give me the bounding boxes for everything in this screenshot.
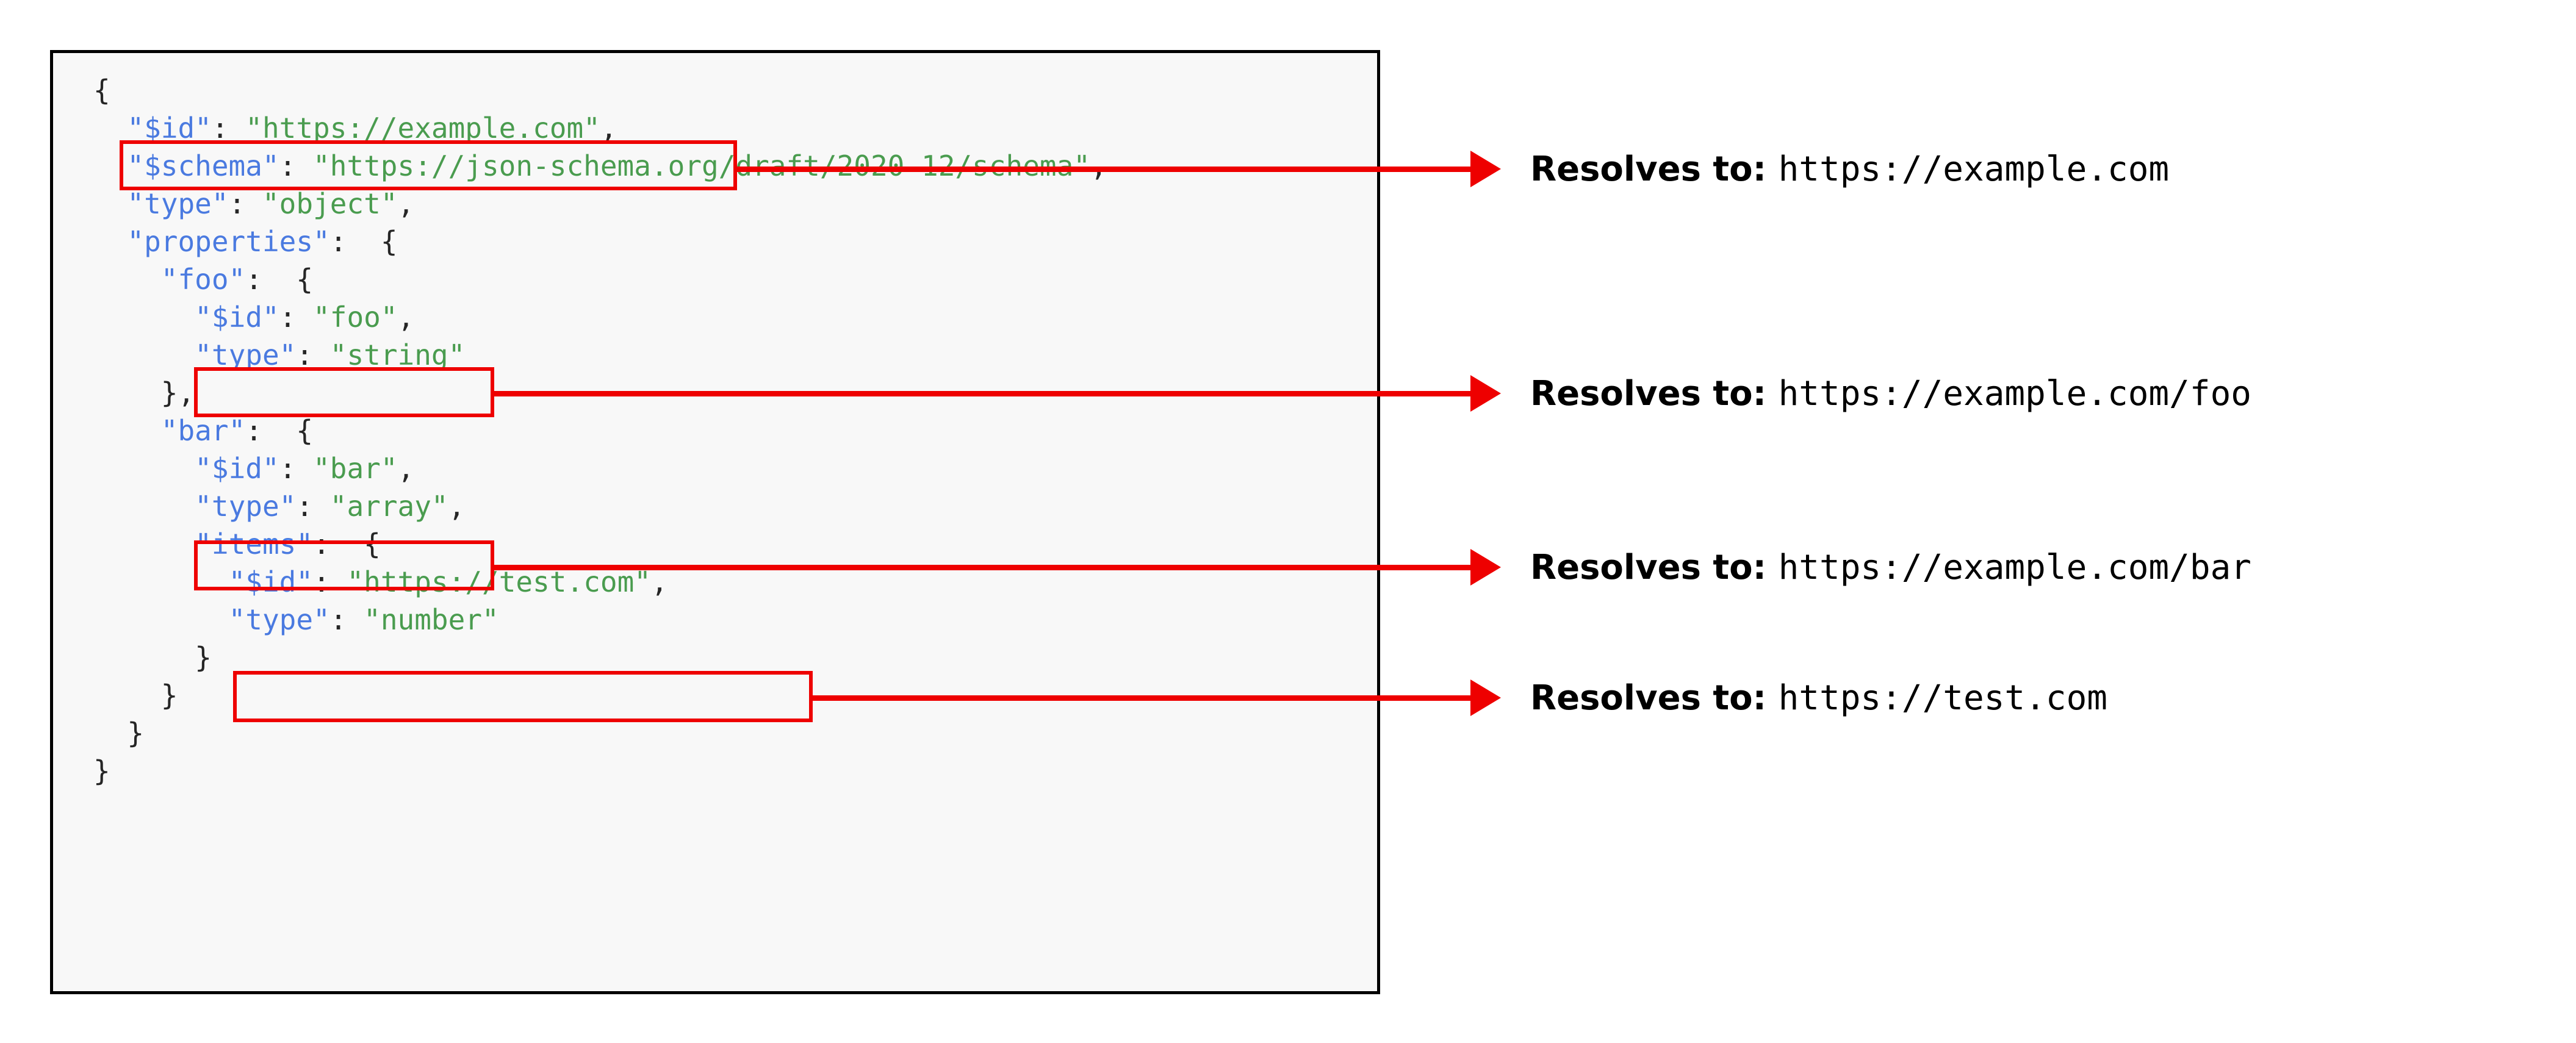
json-string-value: "object"	[262, 187, 398, 220]
resolve-arrow-head-4	[1470, 679, 1501, 716]
json-punctuation: }	[195, 641, 212, 674]
json-key: "foo"	[160, 263, 246, 296]
json-punctuation: }	[127, 717, 145, 750]
resolved-uri-value: https://example.com/foo	[1778, 374, 2252, 414]
json-colon: :	[279, 452, 314, 485]
resolves-to-annotation-4: Resolves to: https://test.com	[1530, 681, 2107, 715]
resolves-to-label: Resolves to:	[1530, 374, 1767, 414]
json-colon: :	[329, 225, 364, 258]
code-line: "$id": "https://example.com",	[127, 109, 617, 147]
code-line: "type": "string"	[195, 336, 465, 374]
code-line: }	[93, 752, 110, 790]
json-punctuation: {	[364, 225, 398, 258]
json-punctuation: },	[160, 376, 195, 409]
json-punctuation: {	[279, 263, 314, 296]
json-code-listing: {"$id": "https://example.com","$schema":…	[53, 53, 1377, 991]
json-colon: :	[329, 603, 364, 636]
json-key: "type"	[228, 603, 330, 636]
resolves-to-label: Resolves to:	[1530, 149, 1767, 189]
code-line: },	[161, 374, 195, 412]
resolve-arrow-head-3	[1470, 549, 1501, 586]
json-punctuation: ,	[448, 490, 466, 523]
resolved-uri-value: https://test.com	[1778, 678, 2107, 718]
resolves-to-annotation-1: Resolves to: https://example.com	[1530, 152, 2169, 187]
json-key: "properties"	[127, 225, 330, 258]
json-string-value: "number"	[364, 603, 499, 636]
code-line: "$id": "foo",	[195, 298, 414, 336]
code-line: "items": {	[195, 525, 381, 563]
resolves-to-label: Resolves to:	[1530, 548, 1767, 587]
json-key: "$id"	[195, 301, 279, 334]
json-string-value: "string"	[329, 339, 466, 371]
resolves-to-annotation-3: Resolves to: https://example.com/bar	[1530, 551, 2251, 585]
code-line: "properties": {	[127, 223, 397, 260]
json-colon: :	[211, 112, 246, 145]
resolve-arrow-head-2	[1470, 375, 1501, 412]
json-key: "type"	[195, 339, 297, 371]
json-string-value: "array"	[329, 490, 448, 523]
json-code-block: {"$id": "https://example.com","$schema":…	[50, 50, 1380, 994]
json-punctuation: ,	[397, 187, 415, 220]
json-colon: :	[228, 187, 262, 220]
code-line: }	[127, 714, 144, 752]
json-string-value: "foo"	[313, 301, 398, 334]
code-line: {	[93, 71, 110, 109]
code-line: "$id": "bar",	[195, 450, 414, 487]
resolved-uri-value: https://example.com	[1778, 149, 2170, 189]
json-string-value: "https://example.com"	[245, 112, 600, 145]
json-colon: :	[296, 490, 330, 523]
json-punctuation: ,	[397, 301, 415, 334]
resolved-uri-value: https://example.com/bar	[1778, 548, 2252, 587]
annotation-spacer	[1766, 374, 1779, 414]
code-line: }	[195, 639, 212, 676]
resolve-arrow-line-2	[493, 391, 1470, 396]
code-line: "$id": "https://test.com",	[229, 563, 668, 601]
resolve-arrow-line-1	[737, 167, 1470, 172]
json-colon: :	[296, 339, 330, 371]
code-line: "type": "array",	[195, 487, 465, 525]
json-key: "items"	[195, 528, 314, 561]
resolves-to-label: Resolves to:	[1530, 678, 1767, 718]
json-colon: :	[279, 149, 314, 182]
json-key: "$id"	[195, 452, 279, 485]
json-punctuation: {	[347, 528, 381, 561]
json-punctuation: {	[93, 74, 110, 107]
json-key: "$id"	[127, 112, 212, 145]
json-punctuation: {	[279, 414, 314, 447]
resolves-to-annotation-2: Resolves to: https://example.com/foo	[1530, 377, 2251, 411]
json-punctuation: ,	[1090, 149, 1107, 182]
annotation-spacer	[1766, 149, 1779, 189]
json-colon: :	[245, 414, 279, 447]
json-punctuation: ,	[397, 452, 415, 485]
json-key: "type"	[127, 187, 229, 220]
code-line: }	[161, 676, 178, 714]
code-line: "foo": {	[161, 260, 313, 298]
resolve-arrow-line-3	[493, 565, 1470, 570]
json-colon: :	[313, 528, 347, 561]
resolve-arrow-line-4	[811, 695, 1470, 701]
json-colon: :	[313, 565, 347, 598]
json-punctuation: }	[93, 754, 110, 787]
json-key: "bar"	[160, 414, 246, 447]
resolve-arrow-head-1	[1470, 151, 1501, 187]
annotation-spacer	[1766, 678, 1779, 718]
json-colon: :	[245, 263, 279, 296]
json-punctuation: ,	[650, 565, 668, 598]
json-punctuation: }	[160, 679, 178, 712]
json-string-value: "https://test.com"	[347, 565, 651, 598]
json-key: "type"	[195, 490, 297, 523]
json-key: "$schema"	[127, 149, 279, 182]
json-string-value: "bar"	[313, 452, 398, 485]
code-line: "$schema": "https://json-schema.org/draf…	[127, 147, 1107, 185]
code-line: "bar": {	[161, 412, 313, 450]
annotation-spacer	[1766, 548, 1779, 587]
code-line: "type": "number"	[229, 601, 499, 639]
json-string-value: "https://json-schema.org/draft/2020-12/s…	[313, 149, 1090, 182]
code-line: "type": "object",	[127, 185, 414, 223]
json-punctuation: ,	[600, 112, 617, 145]
json-colon: :	[279, 301, 314, 334]
json-key: "$id"	[228, 565, 314, 598]
